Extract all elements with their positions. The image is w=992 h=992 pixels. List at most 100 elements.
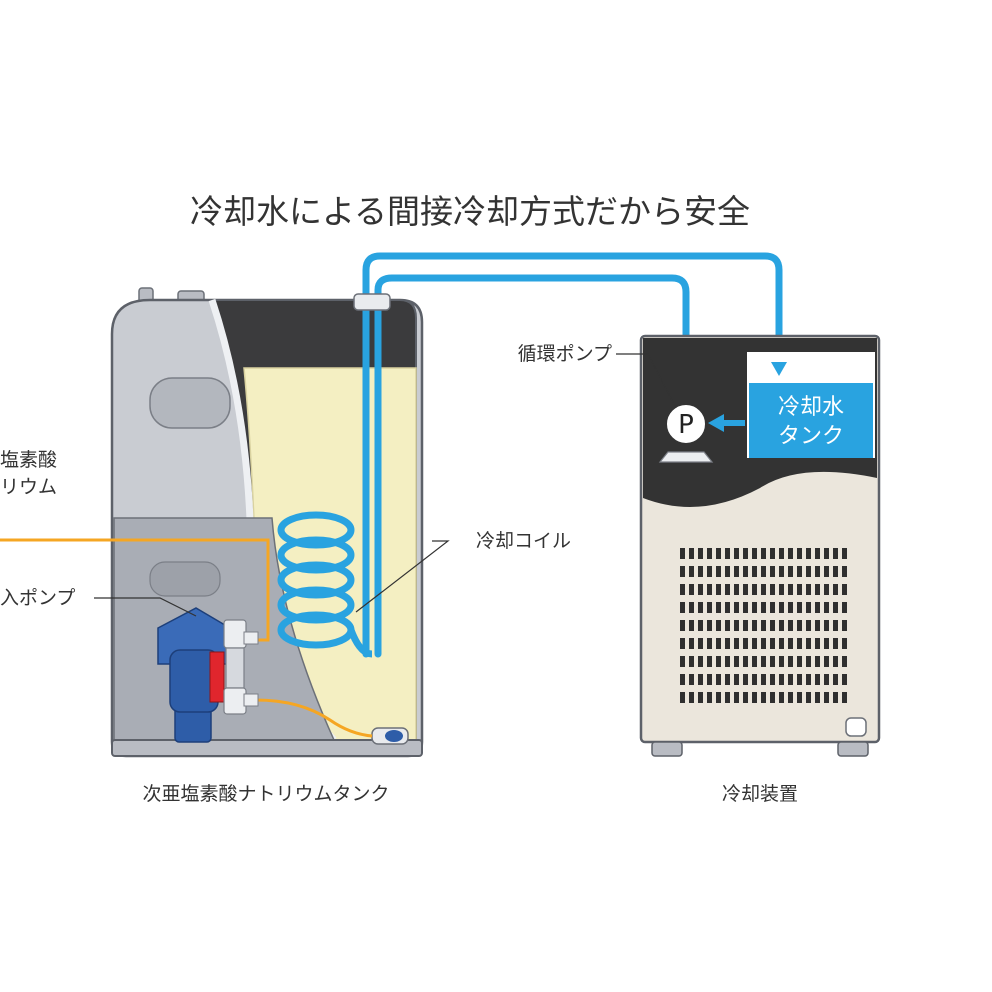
cooler-drain bbox=[845, 717, 867, 737]
cooling-coil bbox=[277, 511, 373, 658]
vent-slot bbox=[680, 584, 685, 595]
pump-valve-top bbox=[223, 619, 247, 649]
vent-slot bbox=[797, 548, 802, 559]
chemical-lines bbox=[0, 538, 373, 738]
vent-slot bbox=[689, 548, 694, 559]
leader-injection-pump bbox=[94, 597, 197, 617]
vent-slot bbox=[770, 602, 775, 613]
vent-slot bbox=[761, 602, 766, 613]
coolant-tank-water bbox=[749, 383, 873, 458]
vent-slot bbox=[779, 638, 784, 649]
diagram-title: 冷却水による間接冷却方式だから安全 bbox=[190, 192, 750, 231]
vent-slot bbox=[743, 566, 748, 577]
vent-slot bbox=[725, 602, 730, 613]
vent-slot bbox=[824, 602, 829, 613]
vent-slot bbox=[680, 656, 685, 667]
vent-slot bbox=[833, 548, 838, 559]
vent-slot bbox=[707, 566, 712, 577]
vent-slot bbox=[734, 674, 739, 685]
vent-slot bbox=[806, 638, 811, 649]
vent-slot bbox=[806, 584, 811, 595]
vent-slot bbox=[797, 638, 802, 649]
vent-slot bbox=[716, 548, 721, 559]
vent-slot bbox=[788, 584, 793, 595]
vent-slot bbox=[716, 620, 721, 631]
vent-slot bbox=[788, 566, 793, 577]
vent-slot bbox=[842, 602, 847, 613]
vent-slot bbox=[698, 638, 703, 649]
vent-slot bbox=[815, 656, 820, 667]
vent-slot bbox=[824, 584, 829, 595]
vent-slot bbox=[752, 674, 757, 685]
vent-slot bbox=[752, 602, 757, 613]
vent-slot bbox=[833, 602, 838, 613]
vent-slot bbox=[815, 584, 820, 595]
vent-slot bbox=[824, 656, 829, 667]
vent-slot bbox=[797, 656, 802, 667]
tank-base bbox=[111, 739, 423, 757]
vent-slot bbox=[725, 548, 730, 559]
vent-slot bbox=[752, 548, 757, 559]
vent-slot bbox=[824, 548, 829, 559]
vent-slot bbox=[842, 674, 847, 685]
vent-slot bbox=[680, 566, 685, 577]
coolant-tank-label-line2: タンク bbox=[778, 424, 844, 449]
vent-slot bbox=[806, 620, 811, 631]
vent-slot bbox=[689, 584, 694, 595]
pump-valve-bottom bbox=[223, 687, 247, 715]
vent-slot bbox=[842, 566, 847, 577]
vent-slot bbox=[806, 692, 811, 703]
coolant-piping bbox=[362, 252, 783, 658]
vent-slot bbox=[752, 692, 757, 703]
vent-slot bbox=[770, 656, 775, 667]
coil-tail bbox=[347, 628, 373, 658]
vent-slot bbox=[824, 566, 829, 577]
vent-slot bbox=[788, 638, 793, 649]
tank-rib-upper bbox=[149, 377, 231, 429]
vent-slot bbox=[725, 620, 730, 631]
circulation-pump-base bbox=[658, 451, 714, 463]
vent-slot bbox=[815, 638, 820, 649]
vent-slot bbox=[824, 674, 829, 685]
vent-slot bbox=[734, 602, 739, 613]
vent-slot bbox=[779, 674, 784, 685]
vent-slot bbox=[833, 584, 838, 595]
vent-slot bbox=[779, 584, 784, 595]
vent-slot bbox=[743, 584, 748, 595]
vent-slot bbox=[815, 674, 820, 685]
vent-slot bbox=[734, 584, 739, 595]
vent-slot bbox=[689, 602, 694, 613]
chemical-outlet-line bbox=[0, 538, 270, 642]
vent-slot bbox=[842, 584, 847, 595]
vent-slot bbox=[788, 620, 793, 631]
vent-slot bbox=[725, 674, 730, 685]
coolant-return-pipe bbox=[374, 274, 690, 658]
vent-slot bbox=[842, 638, 847, 649]
vent-slot bbox=[833, 620, 838, 631]
vent-slot bbox=[725, 656, 730, 667]
tank-content-label-line2: リウム bbox=[0, 476, 57, 498]
vent-slot bbox=[761, 584, 766, 595]
vent-slot bbox=[725, 692, 730, 703]
vent-slot bbox=[734, 638, 739, 649]
vent-slot bbox=[689, 620, 694, 631]
vent-slot bbox=[743, 638, 748, 649]
vent-slot bbox=[707, 584, 712, 595]
vent-slot bbox=[680, 620, 685, 631]
vent-slot bbox=[797, 674, 802, 685]
cooler-vent-grille bbox=[680, 548, 847, 703]
vent-slot bbox=[842, 620, 847, 631]
vent-slot bbox=[779, 548, 784, 559]
vent-slot bbox=[824, 692, 829, 703]
compartment-rib bbox=[149, 561, 221, 597]
vent-slot bbox=[716, 584, 721, 595]
coil-loop-1 bbox=[277, 511, 355, 549]
vent-slot bbox=[815, 602, 820, 613]
arrow-tank-to-pump bbox=[708, 414, 724, 432]
vent-slot bbox=[788, 674, 793, 685]
vent-slot bbox=[698, 692, 703, 703]
cooling-unit: 冷却水 タンク P bbox=[639, 334, 881, 757]
coolant-tank-label-line1: 冷却水 bbox=[778, 395, 844, 420]
vent-slot bbox=[734, 692, 739, 703]
vent-slot bbox=[680, 638, 685, 649]
